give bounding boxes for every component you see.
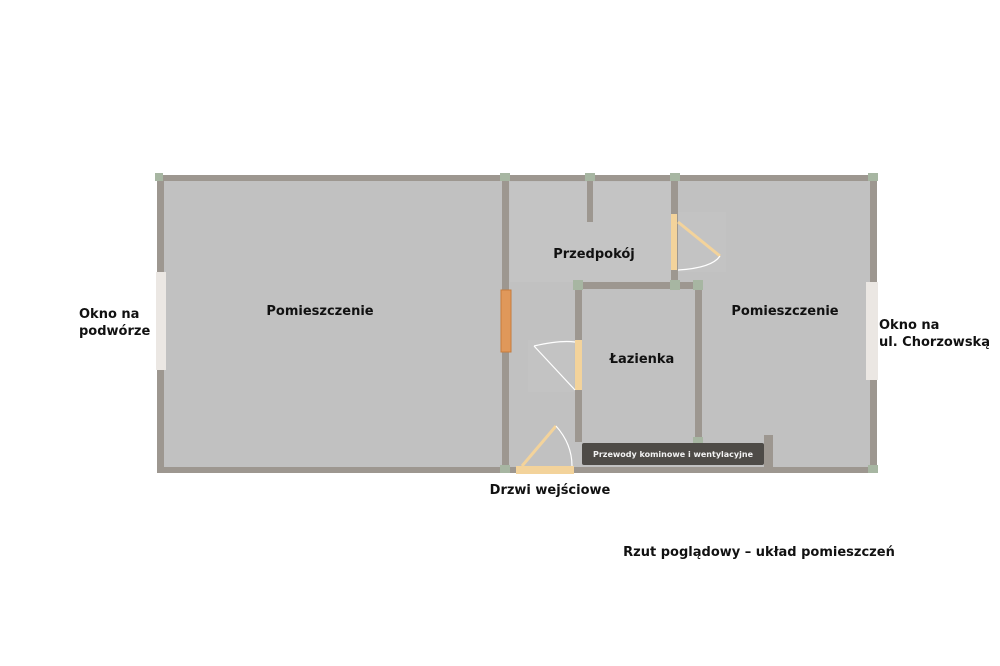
- door-bathroom: [528, 340, 582, 392]
- ducts-block: Przewody kominowe i wentylacyjne: [582, 443, 764, 465]
- window-street-label-line2: ul. Chorzowską: [879, 335, 990, 350]
- entrance-door-label: Drzwi wejściowe: [489, 483, 611, 498]
- window-street-label-line1: Okno na: [879, 318, 940, 333]
- window-street: [866, 282, 878, 380]
- window-yard-label-line2: podwórze: [79, 324, 151, 339]
- wall-bathroom-top: [575, 282, 702, 289]
- room-label-bathroom: Łazienka: [609, 352, 675, 367]
- window-yard-label-line1: Okno na: [79, 307, 140, 322]
- wall-top: [157, 175, 877, 181]
- wall-hall-stub: [587, 178, 593, 222]
- wall-bathroom-right: [695, 282, 702, 442]
- room-label-left: Pomieszczenie: [266, 304, 374, 319]
- room-label-hallway: Przedpokój: [553, 247, 635, 262]
- door-left-room: [500, 289, 512, 353]
- wall-joints: [155, 173, 878, 473]
- window-yard: [156, 272, 166, 370]
- room-label-right: Pomieszczenie: [731, 304, 839, 319]
- plan-caption: Rzut poglądowy – układ pomieszczeń: [623, 545, 895, 560]
- door-entrance: [516, 425, 574, 474]
- wall-duct-cap: [764, 435, 773, 469]
- door-right-room: [671, 212, 726, 272]
